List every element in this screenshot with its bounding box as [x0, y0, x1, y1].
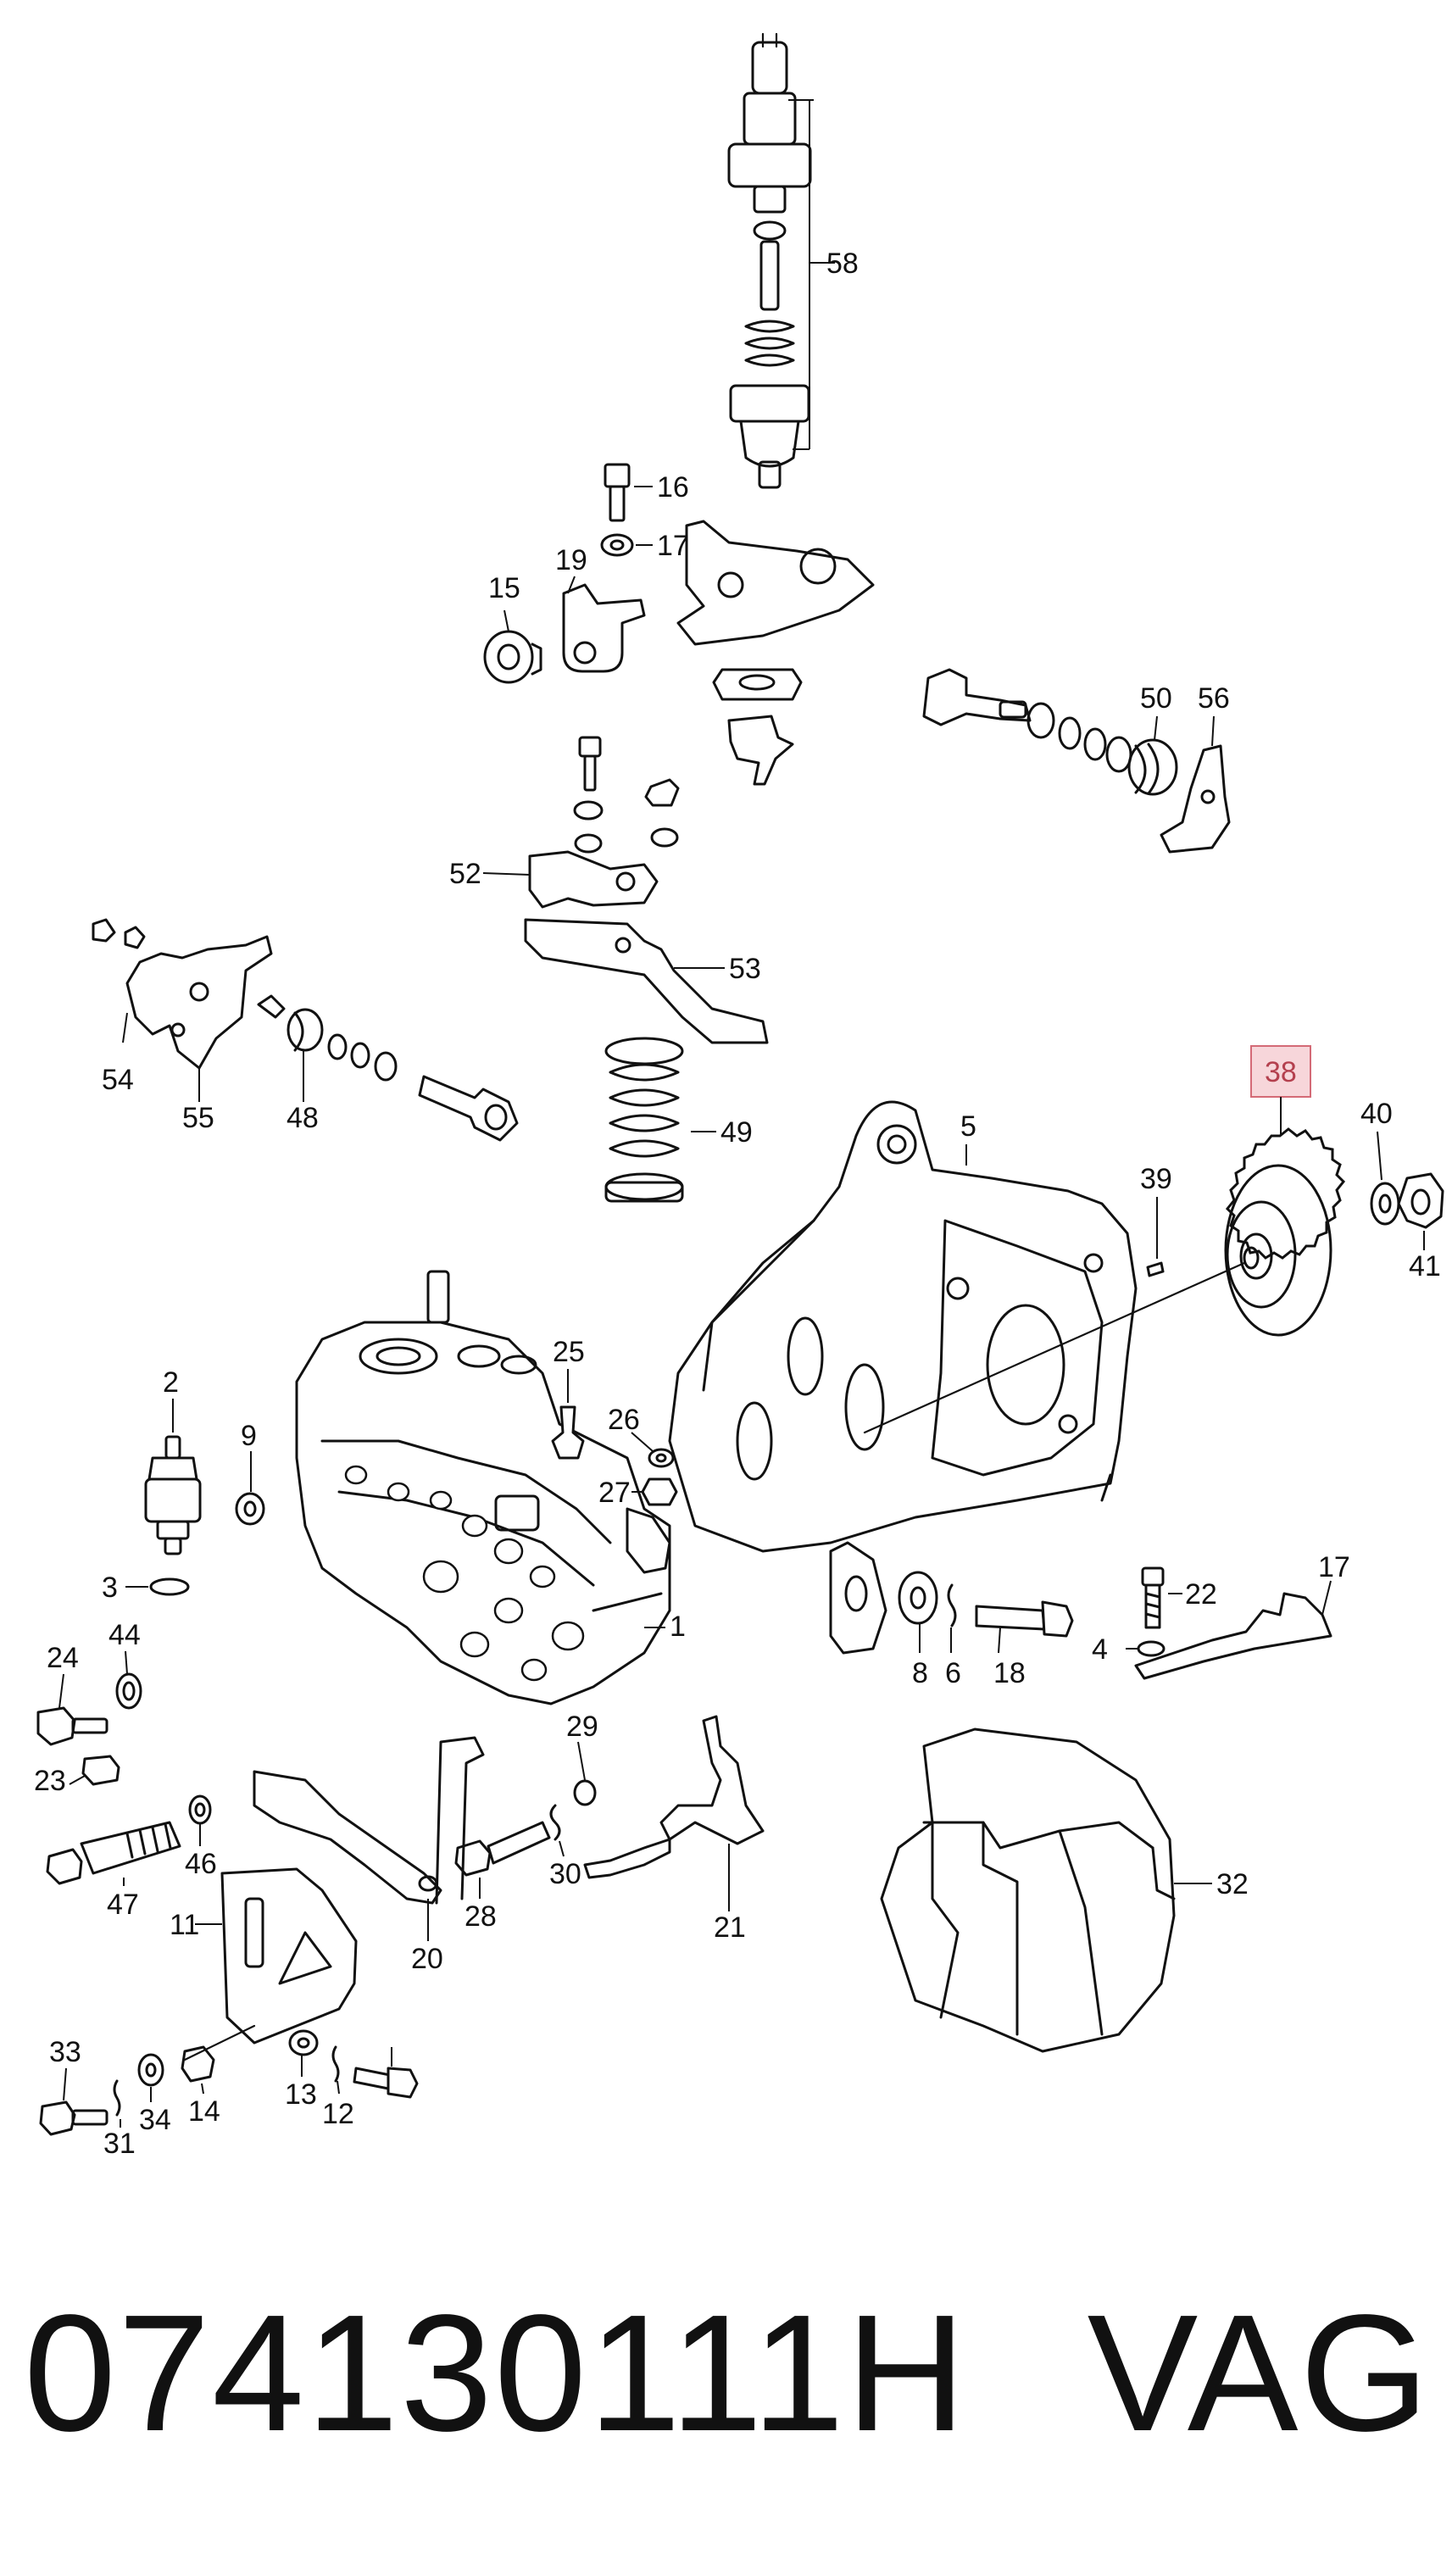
callout-44: 44 — [108, 1619, 141, 1651]
callout-5: 5 — [960, 1110, 976, 1143]
callout-1: 1 — [670, 1611, 686, 1643]
injection-pump — [295, 1270, 671, 1705]
callout-7: 6 — [945, 1657, 961, 1689]
left-lever-group — [92, 918, 519, 1142]
timing-cover — [880, 1728, 1212, 2053]
callout-15: 15 — [488, 572, 520, 604]
middle-lever-group — [482, 736, 769, 1203]
callout-16: 16 — [657, 471, 689, 504]
lower-bracket-group — [39, 1867, 419, 2136]
callout-8: 8 — [912, 1657, 928, 1689]
drive-sprocket — [863, 1045, 1444, 1434]
callout-53: 53 — [729, 953, 761, 985]
callout-3: 3 — [102, 1572, 118, 1604]
callout-55: 55 — [182, 1102, 214, 1134]
callout-56: 56 — [1198, 682, 1230, 715]
callout-20: 20 — [411, 1943, 443, 1975]
callout-21: 21 — [714, 1911, 746, 1944]
callout-41: 41 — [1409, 1250, 1441, 1282]
callout-13: 12 — [322, 2098, 354, 2130]
brand-name: VAG — [1087, 2280, 1431, 2466]
callout-2: 2 — [163, 1366, 179, 1399]
callout-4: 32 — [1216, 1868, 1249, 1900]
callout-58: 58 — [826, 248, 859, 280]
callout-50: 50 — [1140, 682, 1172, 715]
callout-24: 24 — [47, 1642, 79, 1674]
callout-9: 9 — [241, 1420, 257, 1452]
callout-19: 19 — [555, 544, 587, 576]
callout-27: 27 — [598, 1477, 631, 1509]
callout-25: 25 — [553, 1336, 585, 1368]
callout-46: 46 — [185, 1848, 217, 1880]
callout-23: 23 — [34, 1765, 66, 1797]
callout-38: 38 — [1265, 1056, 1297, 1088]
callout-32: 33 — [49, 2036, 81, 2068]
callout-52: 52 — [449, 858, 481, 890]
callout-40: 40 — [1360, 1098, 1393, 1130]
callout-22: 17 — [1318, 1551, 1350, 1583]
callout-33: 31 — [103, 2128, 136, 2160]
callout-14: 13 — [285, 2078, 317, 2111]
callout-11: 11 — [170, 1909, 199, 1941]
callout-34: 14 — [188, 2095, 220, 2128]
right-lever-group — [922, 668, 1231, 854]
callout-49: 49 — [720, 1116, 753, 1149]
part-caption: 074130111H VAG — [24, 2272, 1431, 2475]
callout-labels: 58 16 17 19 15 50 56 52 53 54 55 48 49 5… — [34, 248, 1441, 2160]
mounting-bracket — [668, 1100, 1138, 1655]
callout-31: 34 — [139, 2104, 171, 2136]
callout-26: 26 — [608, 1404, 640, 1436]
exploded-parts-diagram: 58 16 17 19 15 50 56 52 53 54 55 48 49 5… — [34, 32, 1444, 2160]
pump-fittings — [36, 1399, 265, 1886]
callout-54: 54 — [102, 1064, 134, 1096]
callout-17b: 4 — [1092, 1633, 1108, 1666]
callout-39: 39 — [1140, 1163, 1172, 1195]
callout-29: 29 — [566, 1711, 598, 1743]
callout-18: 22 — [1185, 1578, 1217, 1611]
callout-48: 48 — [287, 1102, 319, 1134]
right-small-parts — [253, 1369, 1332, 1941]
part-number: 074130111H — [24, 2280, 968, 2466]
callout-6: 18 — [993, 1657, 1026, 1689]
callout-17: 17 — [657, 530, 689, 562]
callout-30: 30 — [549, 1858, 581, 1890]
callout-47: 47 — [107, 1889, 139, 1921]
callout-28: 28 — [465, 1900, 497, 1933]
upper-bracket-group — [483, 463, 875, 786]
injector-assembly — [727, 32, 835, 489]
